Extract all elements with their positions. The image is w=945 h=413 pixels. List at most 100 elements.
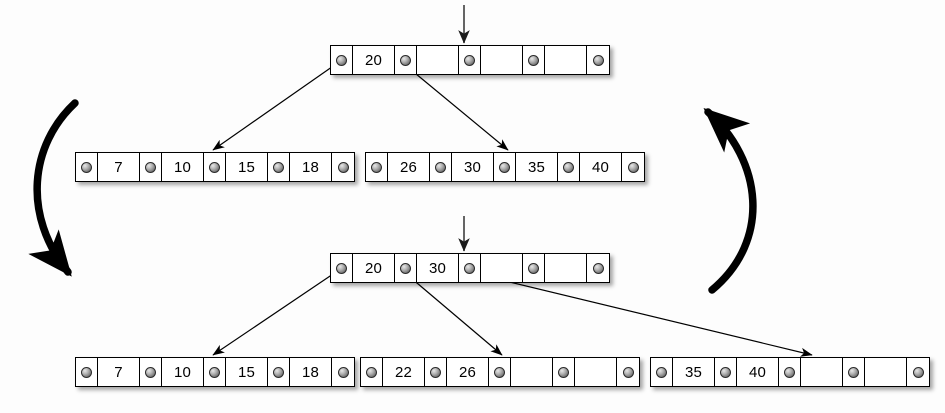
node-key-cell: 20 — [353, 254, 395, 282]
pointer-dot-icon — [912, 366, 924, 378]
pointer-dot-icon — [563, 161, 574, 173]
node-key-cell — [865, 358, 907, 386]
pointer-dot-icon — [656, 366, 667, 378]
node-key-cell: 22 — [383, 358, 425, 386]
pointer-dot-icon — [622, 366, 634, 378]
pointer-dot-icon — [494, 366, 505, 378]
node-key-cell: 20 — [353, 46, 395, 74]
edge-after-p0 — [212, 269, 340, 356]
node-pointer-cell — [395, 46, 417, 74]
node-pointer-cell — [907, 358, 929, 386]
pointer-dot-icon — [366, 366, 377, 378]
key-label: 7 — [114, 158, 123, 176]
node-pointer-cell — [558, 153, 580, 181]
pointer-dot-icon — [464, 262, 475, 274]
key-label: 40 — [748, 363, 767, 381]
node-pointer-cell — [459, 46, 481, 74]
node-key-cell: 15 — [226, 153, 268, 181]
pointer-dot-icon — [528, 54, 539, 66]
node-key-cell: 15 — [226, 358, 268, 386]
pointer-dot-icon — [273, 366, 284, 378]
node-pointer-cell — [76, 358, 98, 386]
node-key-cell: 30 — [417, 254, 459, 282]
pointer-dot-icon — [430, 366, 441, 378]
node-key-cell: 26 — [388, 153, 430, 181]
node-key-cell: 26 — [447, 358, 489, 386]
node-pointer-cell — [779, 358, 801, 386]
node-pointer-cell — [843, 358, 865, 386]
pointer-dot-icon — [592, 54, 604, 66]
pointer-dot-icon — [81, 161, 92, 173]
pointer-dot-icon — [435, 161, 446, 173]
pointer-dot-icon — [848, 366, 859, 378]
node-key-cell — [575, 358, 617, 386]
key-label: 7 — [114, 363, 123, 381]
edge-after-p1 — [403, 271, 503, 356]
key-label: 40 — [591, 158, 610, 176]
pointer-dot-icon — [209, 366, 220, 378]
key-label: 20 — [364, 51, 383, 69]
node-pointer-cell — [331, 254, 353, 282]
pointer-dot-icon — [784, 366, 795, 378]
leaf-before-left: 7 10 15 18 — [75, 152, 355, 182]
leaf-after-left: 7 10 15 18 — [75, 357, 355, 387]
node-pointer-cell — [523, 254, 545, 282]
node-pointer-cell — [425, 358, 447, 386]
node-pointer-cell — [268, 153, 290, 181]
key-label: 26 — [458, 363, 477, 381]
node-pointer-cell — [204, 153, 226, 181]
node-pointer-cell — [587, 254, 609, 282]
pointer-dot-icon — [145, 366, 156, 378]
node-key-cell — [545, 254, 587, 282]
pointer-dot-icon — [337, 366, 349, 378]
key-label: 30 — [428, 259, 447, 277]
node-key-cell: 30 — [452, 153, 494, 181]
node-pointer-cell — [622, 153, 644, 181]
node-key-cell — [545, 46, 587, 74]
node-pointer-cell — [361, 358, 383, 386]
node-key-cell: 10 — [162, 358, 204, 386]
pointer-dot-icon — [337, 161, 349, 173]
node-pointer-cell — [204, 358, 226, 386]
edge-after-p2 — [467, 271, 813, 357]
key-label: 18 — [301, 363, 320, 381]
node-pointer-cell — [651, 358, 673, 386]
node-key-cell: 35 — [516, 153, 558, 181]
key-label: 15 — [237, 363, 256, 381]
node-key-cell: 18 — [290, 358, 332, 386]
node-pointer-cell — [459, 254, 481, 282]
transform-arrow-left — [28, 99, 79, 277]
node-pointer-cell — [489, 358, 511, 386]
pointer-dot-icon — [273, 161, 284, 173]
node-pointer-cell — [395, 254, 417, 282]
edge-before-p0 — [212, 61, 340, 151]
node-pointer-cell — [523, 46, 545, 74]
key-label: 22 — [394, 363, 413, 381]
node-key-cell: 7 — [98, 358, 140, 386]
transform-arrow-right — [703, 108, 757, 294]
node-pointer-cell — [332, 153, 354, 181]
node-key-cell — [481, 254, 523, 282]
node-key-cell — [511, 358, 553, 386]
node-pointer-cell — [268, 358, 290, 386]
leaf-before-right: 26 30 35 40 — [365, 152, 645, 182]
leaf-after-middle: 22 26 — [360, 357, 640, 387]
root-after: 20 30 — [330, 253, 610, 283]
node-pointer-cell — [617, 358, 639, 386]
key-label: 10 — [173, 363, 192, 381]
key-label: 15 — [237, 158, 256, 176]
pointer-dot-icon — [145, 161, 156, 173]
pointer-dot-icon — [528, 262, 539, 274]
key-label: 26 — [399, 158, 418, 176]
node-key-cell: 40 — [737, 358, 779, 386]
leaf-after-right: 35 40 — [650, 357, 930, 387]
pointer-dot-icon — [592, 262, 604, 274]
node-key-cell: 35 — [673, 358, 715, 386]
pointer-dot-icon — [81, 366, 92, 378]
node-pointer-cell — [140, 358, 162, 386]
key-label: 35 — [684, 363, 703, 381]
key-label: 30 — [463, 158, 482, 176]
pointer-dot-icon — [464, 54, 475, 66]
key-label: 10 — [173, 158, 192, 176]
